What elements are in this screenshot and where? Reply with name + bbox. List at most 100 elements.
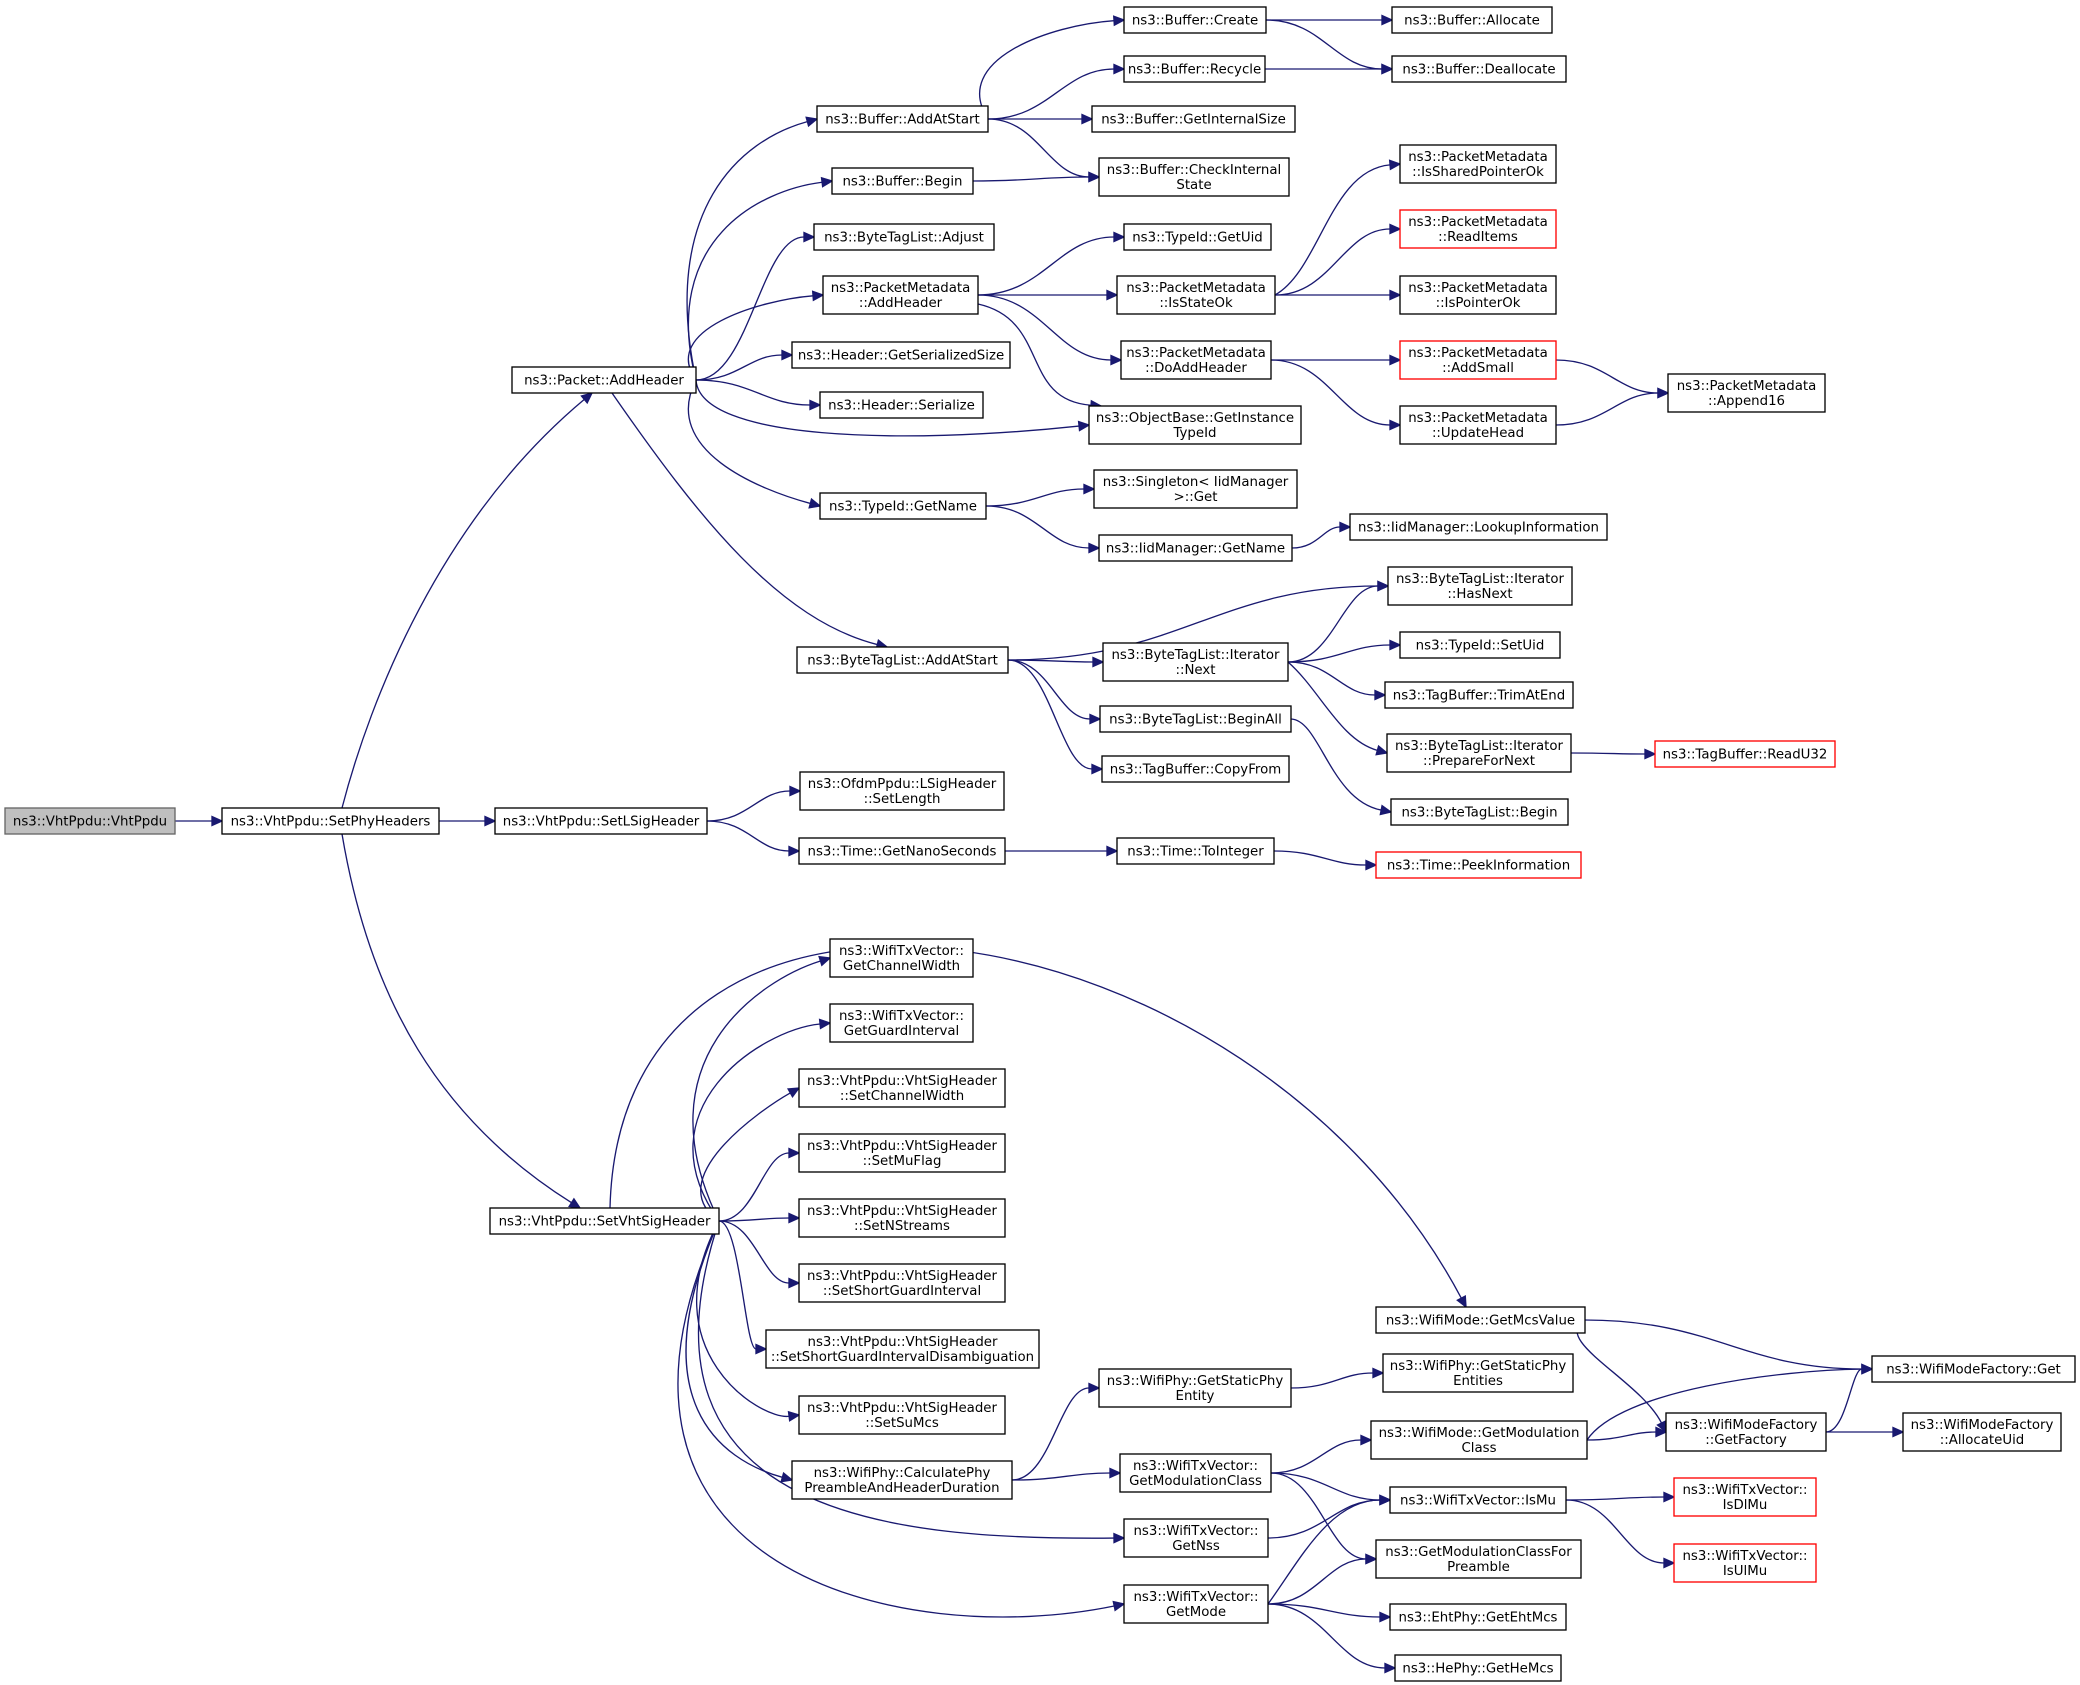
node-ns3-vhtppdu-vhtsigheader-setshortguardinterval[interactable]: ns3::VhtPpdu::VhtSigHeader::SetShortGuar… bbox=[798, 1263, 1006, 1303]
node-box[interactable] bbox=[1382, 1353, 1574, 1393]
node-box[interactable] bbox=[822, 275, 979, 315]
node-ns3-packetmetadata-readitems[interactable]: ns3::PacketMetadata::ReadItems bbox=[1399, 209, 1557, 249]
node-ns3-wifitxvector-getnss[interactable]: ns3::WifiTxVector::GetNss bbox=[1123, 1518, 1269, 1558]
node-box[interactable] bbox=[1384, 681, 1574, 709]
node-ns3-iidmanager-lookupinformation[interactable]: ns3::IidManager::LookupInformation bbox=[1349, 513, 1608, 541]
node-box[interactable] bbox=[511, 366, 697, 394]
node-box[interactable] bbox=[829, 1003, 974, 1043]
node-box[interactable] bbox=[1120, 340, 1272, 380]
node-ns3-wifitxvector-getchannelwidth[interactable]: ns3::WifiTxVector::GetChannelWidth bbox=[829, 938, 974, 978]
node-box[interactable] bbox=[1389, 1486, 1567, 1514]
node-ns3-iidmanager-getname[interactable]: ns3::IidManager::GetName bbox=[1098, 534, 1293, 562]
node-box[interactable] bbox=[1370, 1420, 1588, 1460]
node-box[interactable] bbox=[819, 391, 984, 419]
node-ns3-vhtppdu-vhtsigheader-setsumcs[interactable]: ns3::VhtPpdu::VhtSigHeader::SetSuMcs bbox=[798, 1395, 1006, 1435]
node-box[interactable] bbox=[1123, 1518, 1269, 1558]
node-box[interactable] bbox=[798, 1068, 1006, 1108]
node-box[interactable] bbox=[1390, 798, 1569, 826]
node-ns3-vhtppdu-setphyheaders[interactable]: ns3::VhtPpdu::SetPhyHeaders bbox=[221, 807, 440, 835]
node-ns3-time-getnanoseconds[interactable]: ns3::Time::GetNanoSeconds bbox=[798, 837, 1006, 865]
node-ns3-packetmetadata-updatehead[interactable]: ns3::PacketMetadata::UpdateHead bbox=[1399, 405, 1557, 445]
node-box[interactable] bbox=[829, 938, 974, 978]
node-ns3-wifimodefactory-get[interactable]: ns3::WifiModeFactory::Get bbox=[1871, 1355, 2076, 1383]
node-ns3-typeid-getname[interactable]: ns3::TypeId::GetName bbox=[819, 492, 987, 520]
node-box[interactable] bbox=[831, 167, 974, 195]
node-box[interactable] bbox=[1386, 733, 1572, 773]
node-ns3-typeid-getuid[interactable]: ns3::TypeId::GetUid bbox=[1123, 223, 1272, 251]
node-ns3-vhtppdu-setlsigheader[interactable]: ns3::VhtPpdu::SetLSigHeader bbox=[494, 807, 708, 835]
node-ns3-packetmetadata-append16[interactable]: ns3::PacketMetadata::Append16 bbox=[1667, 373, 1826, 413]
node-ns3-wifimodefactory-allocateuid[interactable]: ns3::WifiModeFactory::AllocateUid bbox=[1902, 1412, 2062, 1452]
node-box[interactable] bbox=[494, 807, 708, 835]
node-box[interactable] bbox=[1375, 1306, 1586, 1334]
node-ns3-buffer-create[interactable]: ns3::Buffer::Create bbox=[1123, 6, 1267, 34]
node-ns3-buffer-allocate[interactable]: ns3::Buffer::Allocate bbox=[1391, 6, 1553, 34]
node-box[interactable] bbox=[1098, 1368, 1292, 1408]
node-ns3-bytetaglist-beginall[interactable]: ns3::ByteTagList::BeginAll bbox=[1099, 705, 1292, 733]
node-box[interactable] bbox=[819, 492, 987, 520]
node-ns3-vhtppdu-vhtsigheader-setchannelwidth[interactable]: ns3::VhtPpdu::VhtSigHeader::SetChannelWi… bbox=[798, 1068, 1006, 1108]
node-box[interactable] bbox=[1119, 1453, 1272, 1493]
node-ns3-buffer-begin[interactable]: ns3::Buffer::Begin bbox=[831, 167, 974, 195]
node-ns3-vhtppdu-setvhtsigheader[interactable]: ns3::VhtPpdu::SetVhtSigHeader bbox=[489, 1207, 720, 1235]
node-ns3-bytetaglist-iterator-next[interactable]: ns3::ByteTagList::Iterator::Next bbox=[1102, 642, 1289, 682]
node-box[interactable] bbox=[799, 771, 1005, 811]
node-box[interactable] bbox=[1391, 6, 1553, 34]
node-ns3-tagbuffer-copyfrom[interactable]: ns3::TagBuffer::CopyFrom bbox=[1101, 755, 1290, 783]
node-box[interactable] bbox=[221, 807, 440, 835]
node-box[interactable] bbox=[1375, 851, 1582, 879]
node-box[interactable] bbox=[1394, 1654, 1562, 1682]
node-ns3-packetmetadata-doaddheader[interactable]: ns3::PacketMetadata::DoAddHeader bbox=[1120, 340, 1272, 380]
node-ns3-wifimode-getmodulation-class[interactable]: ns3::WifiMode::GetModulationClass bbox=[1370, 1420, 1588, 1460]
node-box[interactable] bbox=[1665, 1412, 1827, 1452]
node-ns3-wifiphy-calculatephy-preambleandheaderduration[interactable]: ns3::WifiPhy::CalculatePhyPreambleAndHea… bbox=[791, 1460, 1013, 1500]
node-box[interactable] bbox=[1099, 705, 1292, 733]
node-ns3-vhtppdu-vhtppdu[interactable]: ns3::VhtPpdu::VhtPpdu bbox=[4, 807, 176, 835]
node-box[interactable] bbox=[1116, 275, 1276, 315]
node-box[interactable] bbox=[798, 837, 1006, 865]
node-ns3-wifitxvector-ismu[interactable]: ns3::WifiTxVector::IsMu bbox=[1389, 1486, 1567, 1514]
node-box[interactable] bbox=[1093, 469, 1298, 509]
node-box[interactable] bbox=[798, 1395, 1006, 1435]
node-box[interactable] bbox=[1399, 631, 1561, 659]
node-ns3-header-getserializedsize[interactable]: ns3::Header::GetSerializedSize bbox=[791, 341, 1011, 369]
node-ns3-packetmetadata-issharedpointerok[interactable]: ns3::PacketMetadata::IsSharedPointerOk bbox=[1399, 144, 1557, 184]
node-ns3-time-tointeger[interactable]: ns3::Time::ToInteger bbox=[1116, 837, 1275, 865]
node-box[interactable] bbox=[1123, 223, 1272, 251]
node-ns3-bytetaglist-iterator-hasnext[interactable]: ns3::ByteTagList::Iterator::HasNext bbox=[1387, 566, 1573, 606]
node-box[interactable] bbox=[1871, 1355, 2076, 1383]
node-box[interactable] bbox=[791, 1460, 1013, 1500]
node-ns3-wifitxvector-getguardinterval[interactable]: ns3::WifiTxVector::GetGuardInterval bbox=[829, 1003, 974, 1043]
node-box[interactable] bbox=[1654, 740, 1836, 768]
node-ns3-wifitxvector-isdlmu[interactable]: ns3::WifiTxVector::IsDlMu bbox=[1673, 1477, 1817, 1517]
node-box[interactable] bbox=[1399, 144, 1557, 184]
node-box[interactable] bbox=[1375, 1539, 1582, 1579]
node-box[interactable] bbox=[4, 807, 176, 835]
node-ns3-bytetaglist-iterator-preparefornext[interactable]: ns3::ByteTagList::Iterator::PrepareForNe… bbox=[1386, 733, 1572, 773]
node-box[interactable] bbox=[1391, 55, 1567, 83]
node-box[interactable] bbox=[765, 1329, 1040, 1369]
node-box[interactable] bbox=[798, 1198, 1006, 1238]
node-ns3-hephy-gethemcs[interactable]: ns3::HePhy::GetHeMcs bbox=[1394, 1654, 1562, 1682]
node-box[interactable] bbox=[1123, 6, 1267, 34]
node-box[interactable] bbox=[796, 646, 1009, 674]
node-box[interactable] bbox=[1673, 1543, 1817, 1583]
node-box[interactable] bbox=[489, 1207, 720, 1235]
node-box[interactable] bbox=[1387, 566, 1573, 606]
node-ns3-vhtppdu-vhtsigheader-setmuflag[interactable]: ns3::VhtPpdu::VhtSigHeader::SetMuFlag bbox=[798, 1133, 1006, 1173]
node-ns3-bytetaglist-addatstart[interactable]: ns3::ByteTagList::AddAtStart bbox=[796, 646, 1009, 674]
node-ns3-bytetaglist-begin[interactable]: ns3::ByteTagList::Begin bbox=[1390, 798, 1569, 826]
node-ns3-packetmetadata-addsmall[interactable]: ns3::PacketMetadata::AddSmall bbox=[1399, 340, 1557, 380]
node-ns3-bytetaglist-adjust[interactable]: ns3::ByteTagList::Adjust bbox=[813, 223, 995, 251]
node-box[interactable] bbox=[1123, 1584, 1269, 1624]
node-ns3-buffer-recycle[interactable]: ns3::Buffer::Recycle bbox=[1123, 55, 1266, 83]
node-ns3-singleton-iidmanager-get[interactable]: ns3::Singleton< IidManager >::Get bbox=[1093, 469, 1298, 509]
node-box[interactable] bbox=[1399, 209, 1557, 249]
node-ns3-wifitxvector-getmodulationclass[interactable]: ns3::WifiTxVector::GetModulationClass bbox=[1119, 1453, 1272, 1493]
node-box[interactable] bbox=[1673, 1477, 1817, 1517]
node-ns3-wifitxvector-getmode[interactable]: ns3::WifiTxVector::GetMode bbox=[1123, 1584, 1269, 1624]
node-ns3-vhtppdu-vhtsigheader-setnstreams[interactable]: ns3::VhtPpdu::VhtSigHeader::SetNStreams bbox=[798, 1198, 1006, 1238]
